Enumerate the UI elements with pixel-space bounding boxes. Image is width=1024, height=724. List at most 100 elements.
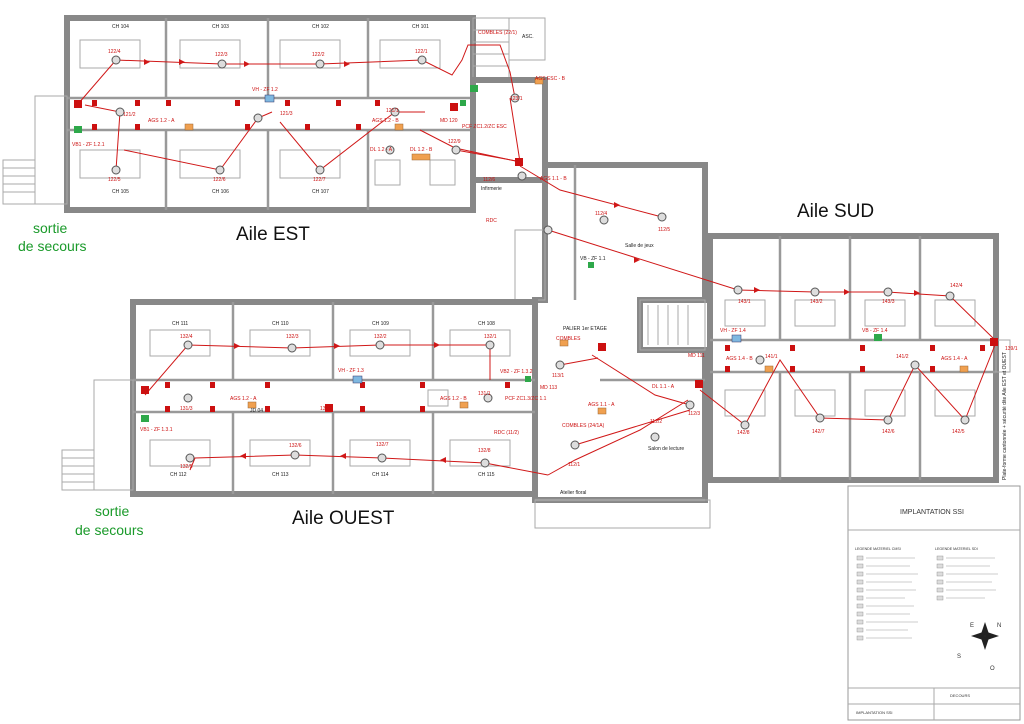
room-label: PALIER 1er ETAGE — [563, 326, 608, 332]
zone-label: PCF ZC1.2/ZC ESC — [462, 124, 507, 130]
device-number: 131/2 — [320, 406, 333, 412]
wing-ouest-label: Aile OUEST — [292, 508, 395, 529]
room-label: CH 108 — [478, 321, 495, 327]
detection-loop — [77, 44, 996, 476]
room-label: Atelier floral — [560, 490, 586, 496]
device-number: 132/2 — [374, 334, 387, 340]
est-wing-building — [64, 15, 548, 213]
device-number: 113/1 — [552, 373, 564, 379]
rdc-label: RDC — [486, 218, 497, 224]
zone-label: VB1 - ZF 1.3.1 — [140, 427, 173, 433]
exit-stair-bottom — [61, 379, 134, 491]
device-number: 142/7 — [812, 429, 825, 435]
exit-top-line2: de secours — [18, 238, 86, 254]
wing-sud-label: Aile SUD — [797, 201, 874, 222]
room-label: CH 105 — [112, 189, 129, 195]
title-block-title: IMPLANTATION SSI — [900, 509, 964, 516]
device-number: 131/1 — [478, 391, 491, 397]
device-number: 142/5 — [952, 429, 965, 435]
zone-label: AGS 1.2 - B — [440, 396, 467, 402]
device-number: 112/4 — [595, 211, 607, 217]
central-building — [514, 162, 711, 529]
zone-label: DL 1.2 - A — [370, 147, 393, 153]
zone-label: VB2 - ZF 1.3.2 — [500, 369, 533, 375]
orange-devices — [184, 77, 969, 415]
room-label: CH 112 — [170, 472, 187, 478]
device-number: 112/1 — [568, 462, 580, 468]
zone-label: AGS 1.4 - A — [941, 356, 968, 362]
device-number: 132/7 — [376, 442, 389, 448]
legend-right-title: LEGENDE MATERIEL SDI — [935, 547, 978, 551]
zone-label: VB - ZF 1.4 — [862, 328, 888, 334]
device-number: 132/6 — [289, 443, 302, 449]
title-block-footer: IMPLANTATION SSI — [856, 710, 893, 715]
zone-label: VH - ZF 1.2 — [252, 87, 278, 93]
compass-s: S — [957, 654, 961, 660]
room-label: CH 115 — [478, 472, 495, 478]
zone-label: AGS 1.2 - A — [148, 118, 175, 124]
device-number: 122/5 — [108, 177, 121, 183]
wing-est-label: Aile EST — [236, 224, 310, 245]
exit-stair-top — [2, 95, 68, 205]
zone-label: COMBLES — [556, 336, 581, 342]
zone-label: DL 1.1 - A — [652, 384, 675, 390]
zone-label: AGS 1.4 - B — [726, 356, 753, 362]
device-number: 143/2 — [810, 299, 823, 305]
room-label: CH 107 — [312, 189, 329, 195]
room-label: Salle de jeux — [625, 243, 654, 249]
zone-label: PCF ZC1.3/ZC 1.1 — [505, 396, 547, 402]
device-number: 121/2 — [123, 112, 136, 118]
device-number: 132/1 — [484, 334, 497, 340]
device-number: 142/6 — [882, 429, 895, 435]
zone-label: AGS 1.2 - A — [230, 396, 257, 402]
zone-label: COMBLES (22/1) — [478, 30, 517, 36]
room-label: CH 106 — [212, 189, 229, 195]
title-block: IMPLANTATION SSI LEGENDE MATERIEL CMSI L… — [847, 485, 1021, 721]
jd-label: JD 04 — [250, 408, 263, 414]
device-number: 141/1 — [765, 354, 778, 360]
device-number: 122/9 — [448, 139, 461, 145]
device-number: 132/4 — [180, 334, 193, 340]
compass-e: E — [970, 623, 974, 629]
compass-o: O — [990, 666, 995, 672]
zone-label: AGS 1.1 - B — [540, 176, 567, 182]
ouest-wing-building — [130, 299, 538, 497]
device-number: 143/1 — [738, 299, 751, 305]
detectors — [111, 55, 970, 468]
rdc-label: RDC (11/2) — [494, 430, 519, 436]
sud-wing-building — [707, 233, 1011, 483]
device-number: 112/2 — [650, 419, 662, 425]
device-number: 123/1 — [510, 96, 523, 102]
device-number: 122/3 — [215, 52, 228, 58]
device-number: 131/3 — [180, 406, 193, 412]
room-label: CH 110 — [272, 321, 289, 327]
zone-label: DL 1.2 - B — [410, 147, 433, 153]
green-devices — [74, 85, 882, 422]
room-label: CH 104 — [112, 24, 129, 30]
device-number: 142/4 — [950, 283, 963, 289]
device-number: 112/6 — [483, 177, 495, 183]
device-number: 141/2 — [896, 354, 909, 360]
exit-bottom-line2: de secours — [75, 522, 143, 538]
vertical-note: Plate-forme cantonnée + sécurité dite Ai… — [1002, 352, 1008, 480]
room-label: CH 101 — [412, 24, 429, 30]
zone-label: VH - ZF 1.4 — [720, 328, 746, 334]
device-number: 139/1 — [1005, 346, 1018, 352]
room-label: CH 111 — [172, 321, 188, 327]
blue-devices — [264, 94, 742, 384]
room-label: CH 114 — [372, 472, 389, 478]
zone-label: VH - ZF 1.3 — [338, 368, 364, 374]
device-number: 121/3 — [280, 111, 293, 117]
device-number: 132/8 — [478, 448, 491, 454]
room-label: Salon de lecture — [648, 446, 684, 452]
room-label: CH 113 — [272, 472, 289, 478]
zone-label: MD 120 — [440, 118, 458, 124]
zone-label: AGS ESC - B — [535, 76, 566, 82]
company-name: DECOURS — [950, 693, 970, 698]
room-label: CH 109 — [372, 321, 389, 327]
zone-label: AGS 1.1 - A — [588, 402, 615, 408]
device-number: 132/5 — [180, 464, 193, 470]
device-number: 122/4 — [108, 49, 121, 55]
zone-label: MD 111 — [688, 353, 705, 359]
